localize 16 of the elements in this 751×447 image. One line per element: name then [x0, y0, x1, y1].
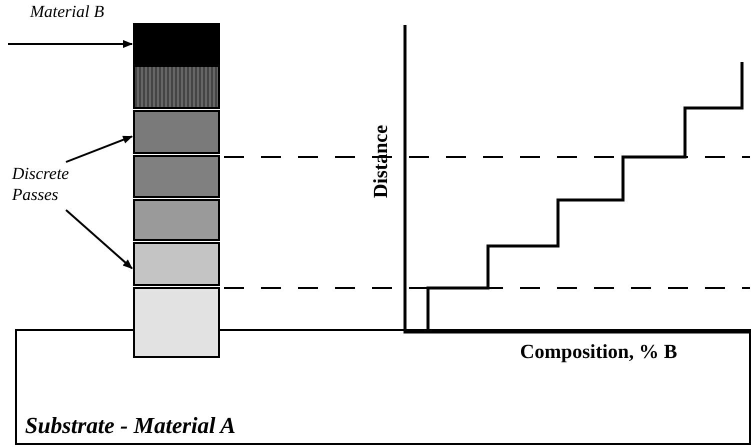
substrate-label: Substrate - Material A — [25, 413, 236, 439]
callout-text: Discrete Passes — [12, 163, 84, 209]
layer-block — [133, 287, 220, 358]
edge-label: Material B — [30, 2, 104, 22]
leader-arrow — [65, 209, 133, 270]
layer-block — [133, 242, 220, 286]
layer-block — [133, 199, 220, 241]
axis-title: Distance — [370, 124, 394, 198]
leader-arrow — [66, 135, 133, 163]
layer-block — [133, 65, 220, 109]
substrate-block — [15, 329, 751, 445]
layer-block — [133, 155, 220, 198]
axis-title: Composition, % B — [520, 341, 678, 364]
layer-block — [133, 23, 220, 65]
layer-block — [133, 110, 220, 154]
arrow — [8, 40, 133, 48]
